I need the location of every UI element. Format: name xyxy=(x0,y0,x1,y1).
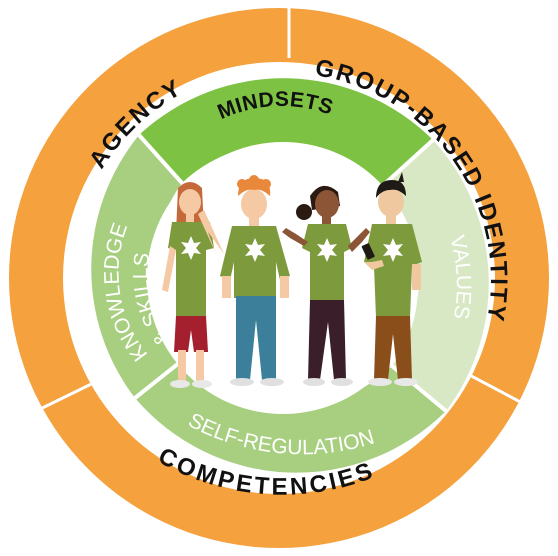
star-icon xyxy=(181,236,201,260)
inner-segment-mindsets xyxy=(139,78,433,189)
neck xyxy=(322,215,331,225)
neck xyxy=(249,216,259,226)
arm-left xyxy=(364,260,384,270)
shirt xyxy=(302,224,352,302)
leg-left xyxy=(178,350,186,382)
hair xyxy=(376,180,406,198)
arm-right xyxy=(348,228,370,252)
figure-girl-red-shorts xyxy=(162,182,224,388)
shoe-left xyxy=(170,380,190,388)
arm-left xyxy=(162,246,176,292)
hair-curl xyxy=(261,179,271,189)
figure-girl-dark-pants xyxy=(282,185,370,386)
face xyxy=(315,190,339,218)
arm-left xyxy=(222,276,231,298)
figure-boy-curly-hair xyxy=(220,175,290,386)
shoe-left xyxy=(368,378,392,386)
shoe-right xyxy=(260,378,284,386)
phone-icon xyxy=(361,243,375,260)
face xyxy=(241,189,267,219)
arm-right xyxy=(280,276,289,298)
face xyxy=(179,189,201,215)
inner-divider-1 xyxy=(137,133,184,185)
shoe-right xyxy=(192,380,212,388)
shoe-right xyxy=(331,378,353,386)
pants xyxy=(374,316,412,380)
shirt xyxy=(168,222,214,318)
neck xyxy=(386,214,396,224)
shoe-right xyxy=(394,378,418,386)
neck xyxy=(186,212,194,222)
hair-tuft xyxy=(398,172,404,182)
star-icon xyxy=(317,238,337,262)
shirt xyxy=(364,224,422,318)
pants xyxy=(308,300,346,380)
arm-right xyxy=(198,210,224,254)
shorts xyxy=(174,316,208,352)
shoe-left xyxy=(230,378,254,386)
star-icon xyxy=(245,238,265,262)
figure-boy-with-phone xyxy=(361,172,422,386)
arm-left xyxy=(282,228,308,246)
hair-bun xyxy=(296,204,312,220)
leg-right xyxy=(196,350,204,382)
star-icon xyxy=(383,238,403,262)
face xyxy=(378,187,404,217)
hair-curl xyxy=(249,175,259,185)
shoe-left xyxy=(303,378,325,386)
pants xyxy=(236,296,276,380)
hair-curl xyxy=(237,179,247,189)
arm-right xyxy=(412,264,421,290)
